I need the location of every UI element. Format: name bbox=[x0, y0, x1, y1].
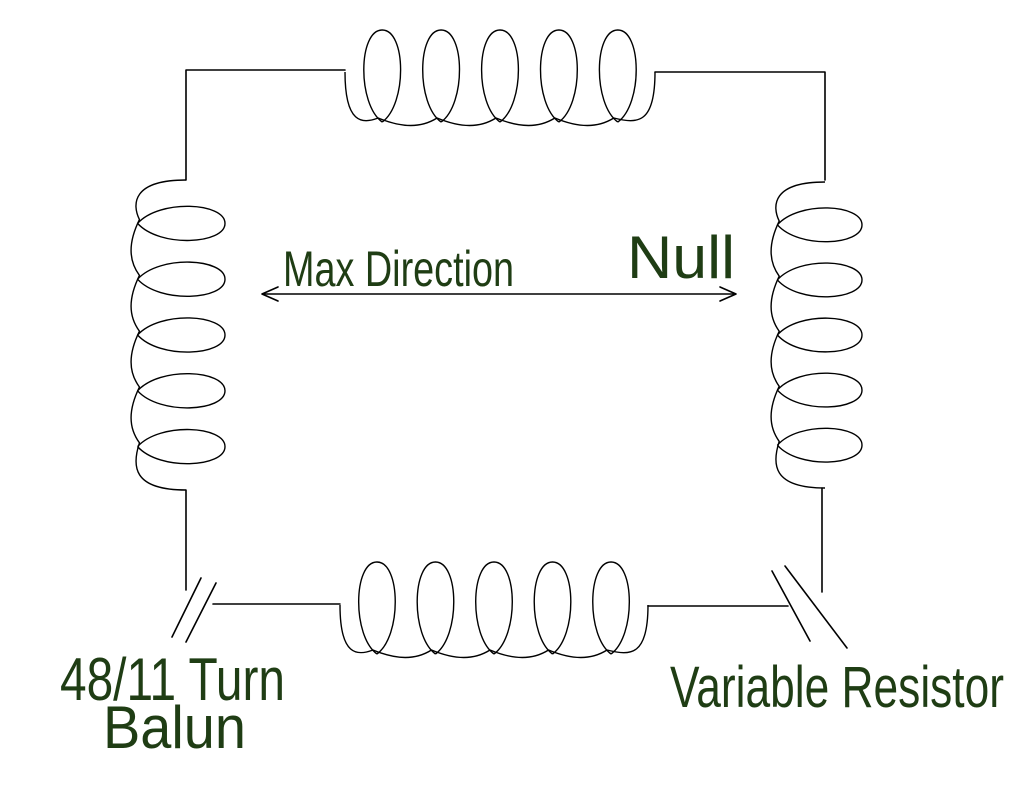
bottom-coil-wire bbox=[339, 604, 649, 659]
null-label: Null bbox=[627, 224, 735, 291]
left-coil-loop bbox=[137, 317, 226, 353]
right-coil-wire bbox=[770, 181, 826, 489]
loop-wiring bbox=[185, 69, 826, 607]
left-coil-loop bbox=[137, 428, 226, 465]
top-coil-loop bbox=[539, 29, 578, 123]
variable-resistor-gap-symbol bbox=[771, 565, 848, 649]
bottom-coil-loop bbox=[416, 561, 455, 655]
top-coil-loop bbox=[598, 29, 637, 123]
bottom-coil-loop bbox=[475, 561, 513, 655]
top-right-wire bbox=[654, 71, 826, 181]
right-coil-loop bbox=[776, 372, 863, 408]
right-coil-loop bbox=[776, 427, 863, 463]
top-coil-loop bbox=[422, 29, 461, 123]
balun-label-line1: 48/11 Turn bbox=[60, 646, 285, 713]
direction-arrow bbox=[261, 286, 737, 302]
balun-label-line2: Balun bbox=[103, 694, 246, 761]
bottom-coil bbox=[339, 561, 649, 659]
left-coil bbox=[130, 179, 226, 491]
right-coil bbox=[770, 181, 863, 489]
top-coil-loop bbox=[480, 29, 520, 123]
bottom-coil-loop bbox=[592, 561, 631, 655]
right-coil-loop bbox=[776, 207, 863, 243]
top-coil-loop bbox=[363, 29, 402, 123]
right-coil-loop bbox=[776, 317, 863, 353]
top-coil bbox=[344, 29, 656, 127]
bottom-coil-loop bbox=[533, 561, 572, 655]
variable-resistor-label: Variable Resistor bbox=[670, 655, 1004, 720]
right-coil-loop bbox=[776, 262, 863, 298]
top-coil-wire bbox=[344, 71, 656, 127]
balun-gap-symbol bbox=[171, 577, 217, 643]
max-direction-label: Max Direction bbox=[283, 241, 514, 297]
left-coil-loop bbox=[137, 205, 226, 242]
top-left-wire bbox=[185, 69, 346, 181]
left-coil-loop bbox=[137, 261, 226, 297]
left-coil-loop bbox=[137, 373, 226, 409]
bottom-coil-loop bbox=[357, 561, 396, 655]
left-coil-wire bbox=[130, 179, 187, 491]
